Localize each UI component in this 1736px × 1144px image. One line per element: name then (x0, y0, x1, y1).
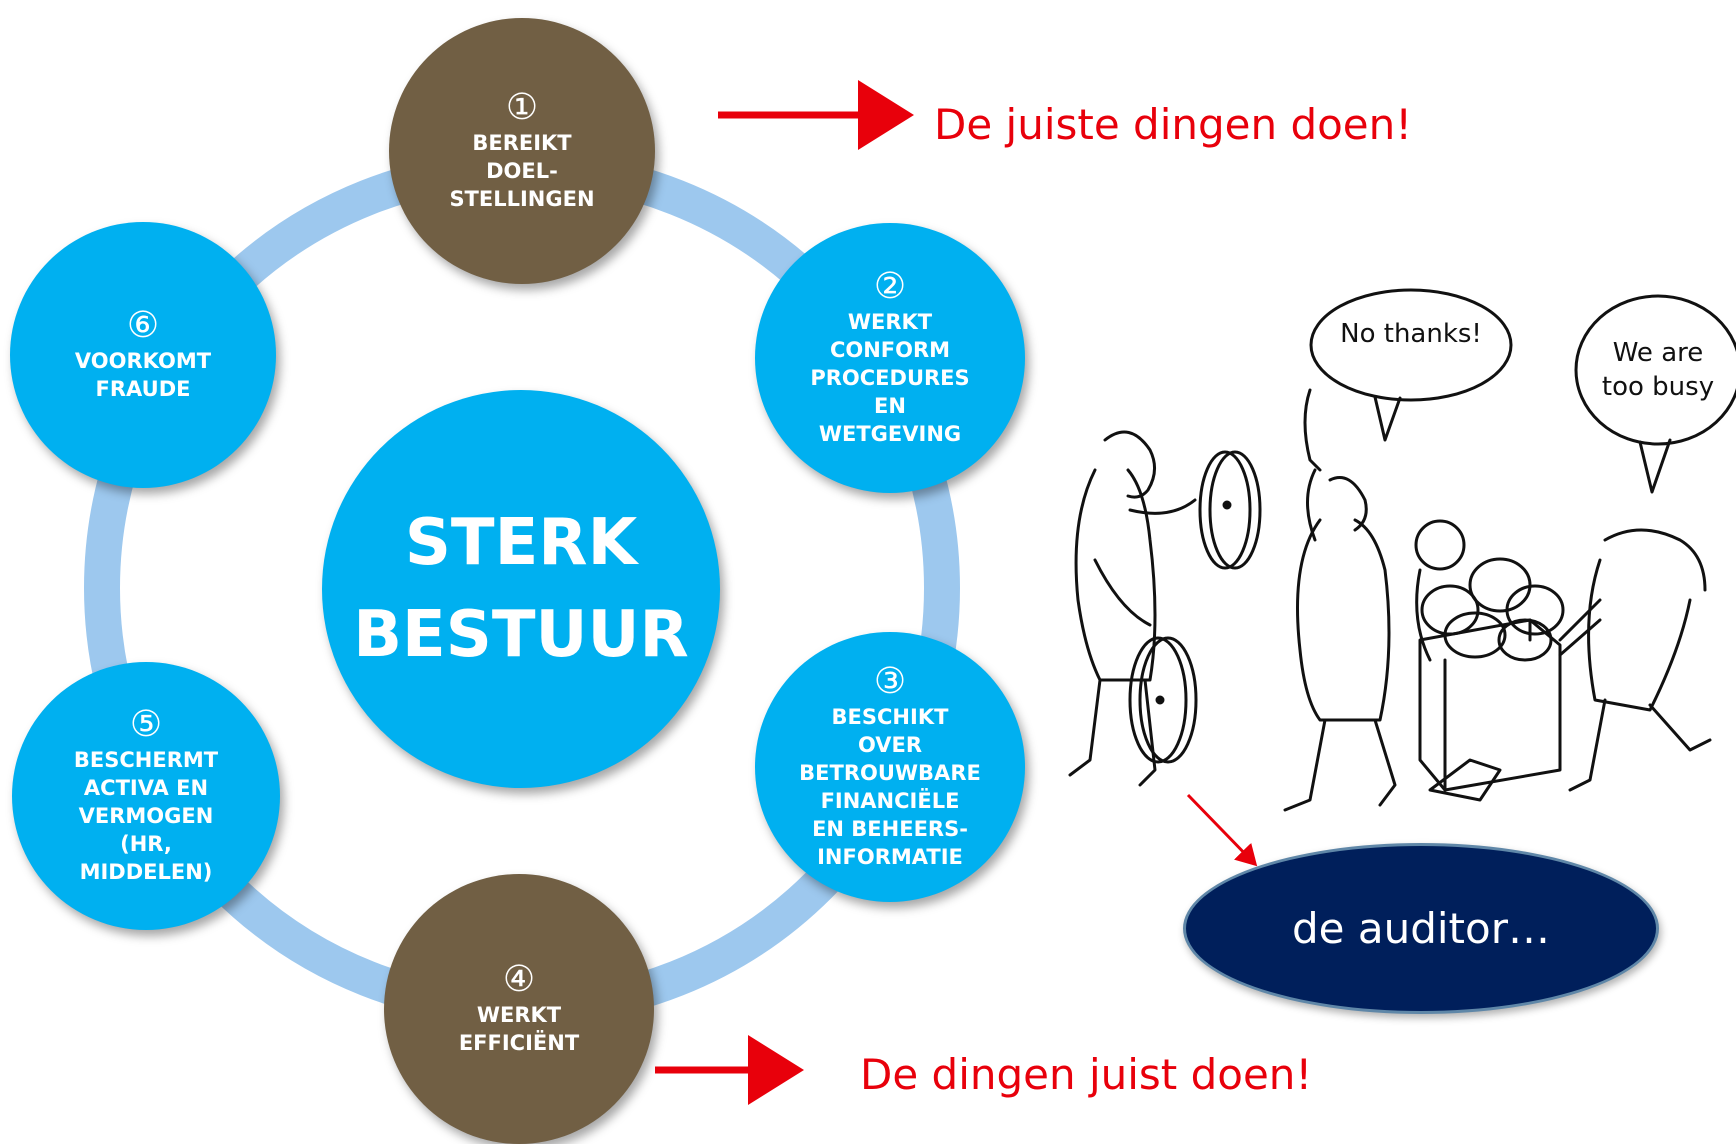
node-label: BESCHERMT ACTIVA EN VERMOGEN (HR, MIDDEL… (73, 748, 219, 884)
node-bereikt-doelstellingen: ① BEREIKT DOEL- STELLINGEN (389, 18, 655, 284)
stone-cart (1418, 557, 1602, 802)
node-label: BESCHIKT OVER BETROUWBARE FINANCIËLE EN … (799, 705, 981, 869)
node-label: VOORKOMT FRAUDE (74, 349, 212, 401)
center-label: STERK BESTUUR (353, 506, 689, 672)
note-top: De juiste dingen doen! (934, 100, 1413, 149)
speech-bubble-right (1574, 294, 1736, 446)
node-number: ③ (873, 661, 907, 702)
auditor-label: de auditor… (1292, 904, 1550, 953)
note-bottom: De dingen juist doen! (860, 1050, 1313, 1099)
node-werkt-conform: ② WERKT CONFORM PROCEDURES EN WETGEVING (755, 223, 1025, 493)
speech-text-too-busy: We are too busy (1601, 338, 1715, 402)
caveman-left (1068, 430, 1262, 787)
node-label: BEREIKT DOEL- STELLINGEN (449, 131, 595, 211)
node-number: ⑥ (126, 305, 160, 346)
caveman-middle (1283, 388, 1397, 812)
node-label: WERKT EFFICIËNT (458, 1003, 580, 1055)
node-beschikt-over-informatie: ③ BESCHIKT OVER BETROUWBARE FINANCIËLE E… (755, 632, 1025, 902)
node-voorkomt-fraude: ⑥ VOORKOMT FRAUDE (10, 222, 276, 488)
node-label: WERKT CONFORM PROCEDURES EN WETGEVING (810, 310, 970, 446)
node-beschermt-activa: ⑤ BESCHERMT ACTIVA EN VERMOGEN (HR, MIDD… (12, 662, 280, 930)
caveman-small (1414, 519, 1466, 662)
caveman-right (1558, 528, 1712, 792)
auditor-ellipse: de auditor… (1183, 843, 1659, 1014)
node-number: ⑤ (129, 704, 163, 745)
node-number: ④ (502, 959, 536, 1000)
cartoon-illustration (1068, 288, 1736, 812)
center-node-sterk-bestuur: STERK BESTUUR (322, 390, 720, 788)
node-number: ② (873, 266, 907, 307)
arrow-auditor (1186, 793, 1258, 867)
speech-text-no-thanks: No thanks! (1340, 319, 1482, 349)
node-number: ① (505, 87, 539, 128)
node-werkt-efficient: ④ WERKT EFFICIËNT (384, 874, 654, 1144)
speech-bubble-left (1309, 288, 1513, 402)
